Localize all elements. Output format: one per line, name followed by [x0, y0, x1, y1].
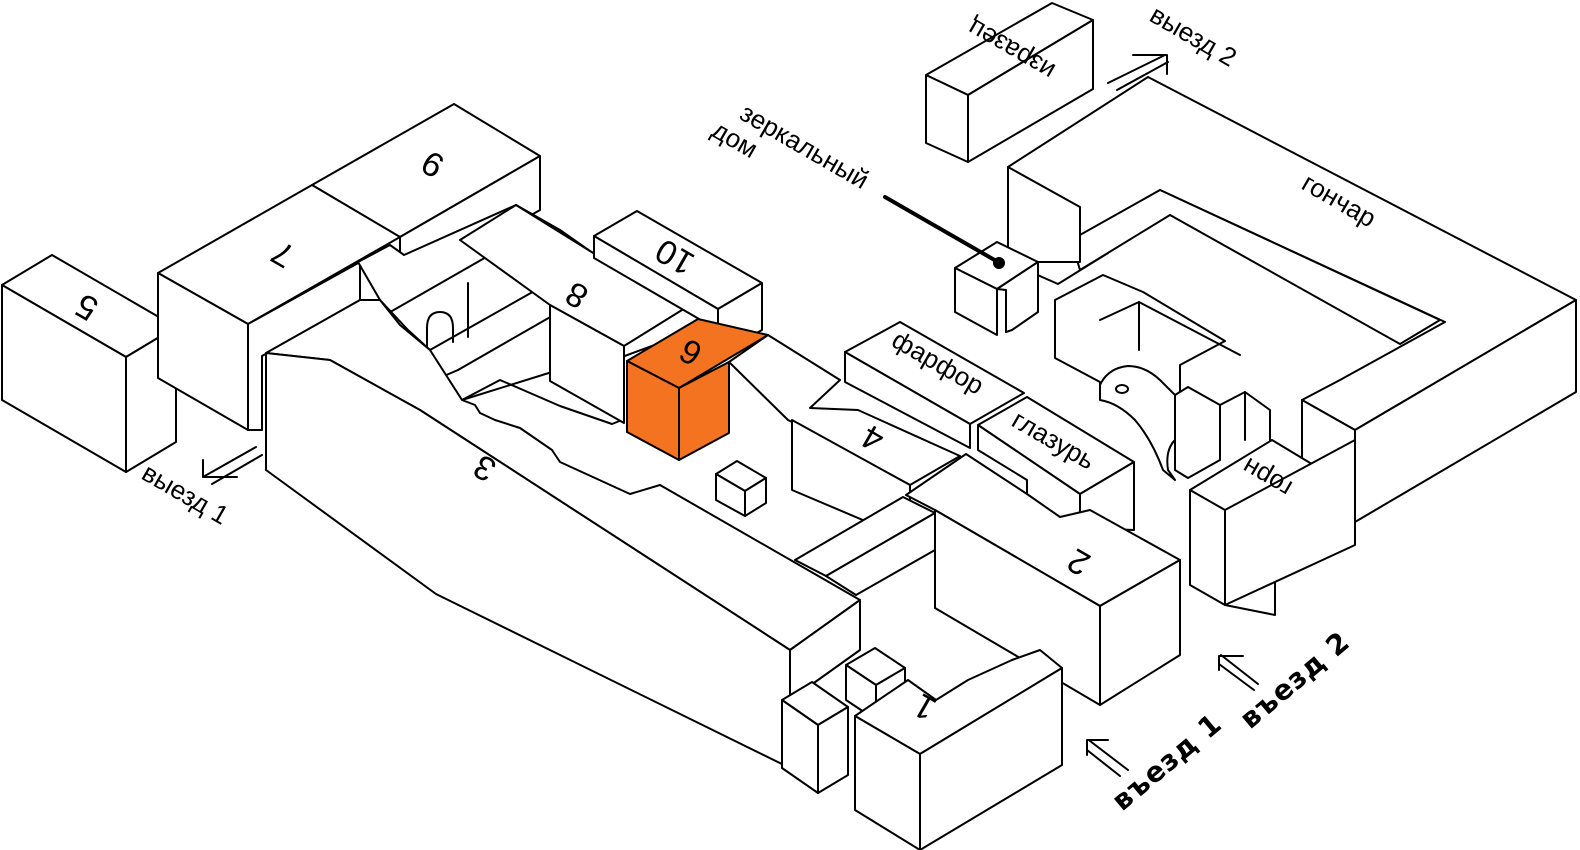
izrazets-right [967, 19, 1094, 163]
entrance-1: въезд 1 [1086, 707, 1228, 818]
exit-1: выезд 1 [137, 446, 263, 530]
building-gorn[interactable]: горн [1189, 439, 1356, 616]
entrance-1-arrowhead [1086, 739, 1109, 756]
building-8-right [549, 304, 625, 424]
building-10[interactable]: 10 [593, 210, 763, 356]
building-6-right [678, 361, 730, 461]
building-1-left [854, 715, 921, 850]
building-3-front [789, 599, 861, 701]
goncharr-left-wing [1007, 166, 1081, 263]
entrance-1-arrow-line [1086, 749, 1121, 777]
mirror-house-marker-icon [993, 257, 1005, 269]
goncharr-courtyard [1054, 274, 1271, 481]
building-1[interactable]: 1 [854, 649, 1063, 850]
entrance-2-arrowhead [1218, 655, 1244, 671]
exit-2: выезд 2 [1107, 0, 1242, 91]
building-6[interactable]: 6 [626, 318, 769, 461]
building-1-right [919, 667, 1063, 850]
building-2-right [1099, 559, 1181, 706]
goncharr-inner [1070, 189, 1441, 345]
entrance-2-arrow-line [1218, 663, 1255, 691]
entrance-1-label: въезд 1 [1105, 707, 1228, 818]
gorn-left [1189, 489, 1226, 606]
exit-1-arrow-icon [202, 446, 257, 478]
exit-2-arrow-line [1116, 61, 1169, 91]
small-blocks [781, 647, 906, 794]
mirror-house-pointer [883, 195, 1000, 264]
kiln-path [1099, 365, 1176, 481]
exit-1-arrow-line [211, 454, 263, 485]
small-cube [715, 460, 767, 517]
mirror-house-left [954, 267, 998, 336]
building-8[interactable]: 8 [357, 204, 721, 425]
exit-2-arrowhead [1132, 54, 1168, 75]
exit-2-label: выезд 2 [1145, 0, 1242, 72]
gorn-right [1224, 439, 1356, 606]
farfor-left [844, 351, 971, 449]
arch-icon [426, 311, 454, 348]
mirror-house-right [996, 261, 1039, 333]
building-2[interactable]: 2 [905, 453, 1181, 706]
entrance-2: въезд 2 [1218, 625, 1356, 735]
exit-2-arrow-icon [1107, 54, 1166, 84]
entrance-2-arrow-icon [1220, 654, 1259, 685]
building-5[interactable]: 5 [1, 254, 177, 473]
exit-1-arrowhead [202, 459, 238, 478]
building-izrazets[interactable]: изразец [925, 2, 1094, 163]
entrance-1-arrow-icon [1089, 740, 1129, 771]
